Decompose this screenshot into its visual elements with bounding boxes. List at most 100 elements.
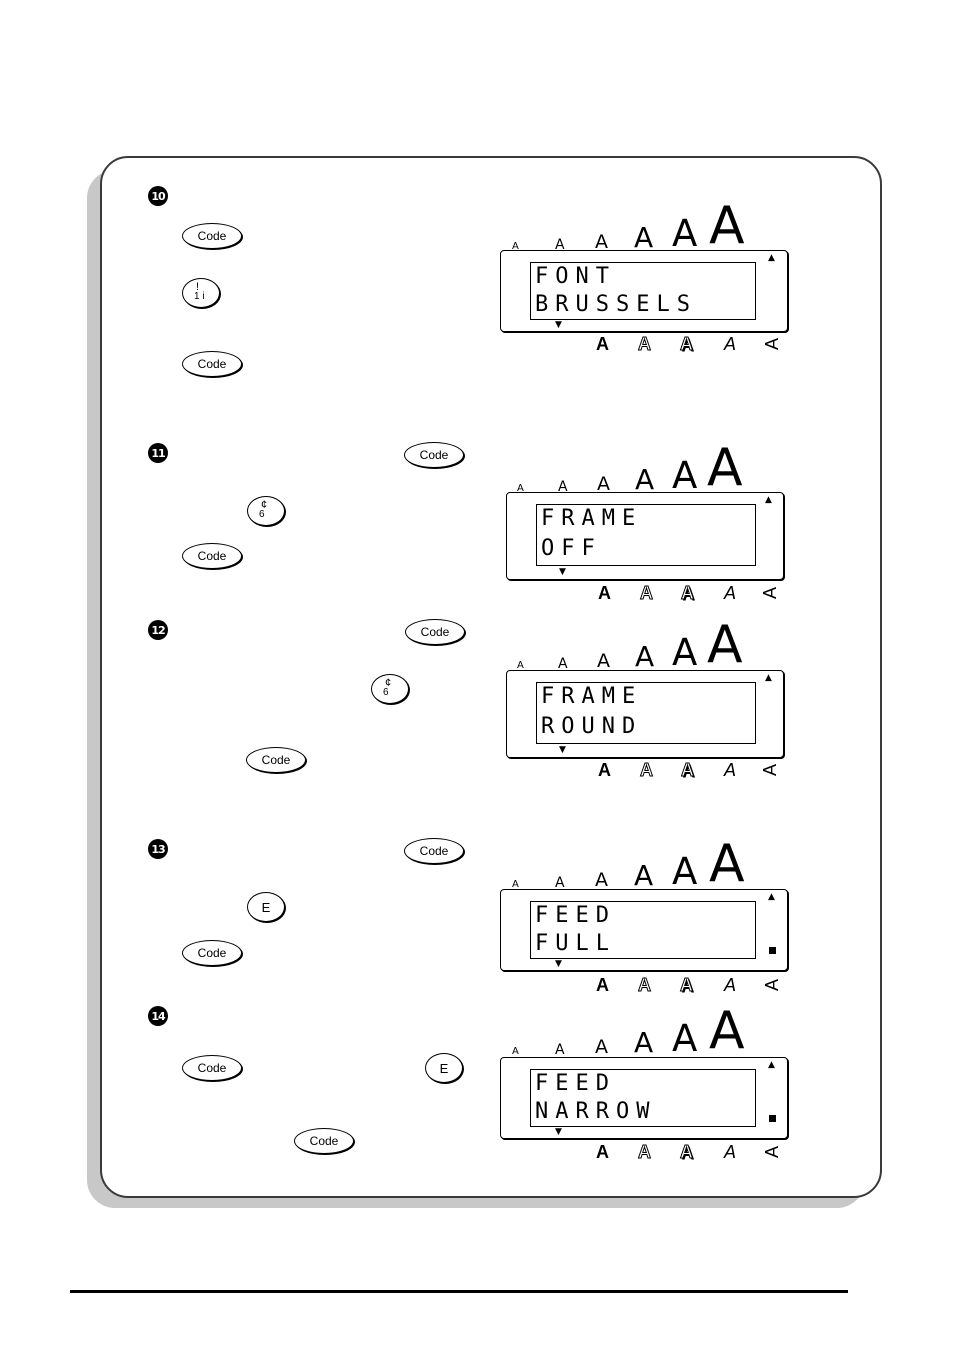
style-indicator-row: A A A A A (596, 1142, 796, 1164)
shadow-style-icon: A (680, 975, 694, 996)
key-6[interactable]: ¢ 6 (371, 674, 409, 704)
code-key[interactable]: Code (294, 1128, 354, 1154)
up-arrow-icon: ▲ (765, 495, 772, 505)
key-bottom-label: 1 i (194, 291, 205, 302)
step-number: 13 (148, 839, 168, 859)
size-glyph: A (555, 875, 565, 891)
size-glyph: A (597, 650, 610, 672)
step-number: 10 (148, 186, 168, 206)
shadow-style-icon: A (680, 334, 694, 355)
lcd-line-2: ROUND (541, 714, 643, 739)
key-1[interactable]: ! 1 i (182, 278, 220, 308)
size-glyph: A (709, 834, 745, 894)
style-indicator-row: A A A A A (598, 760, 798, 782)
key-top-label: ! (196, 281, 200, 293)
up-arrow-icon: ▲ (765, 673, 772, 683)
size-glyph: A (672, 850, 698, 893)
style-indicator-row: A A A A A (598, 583, 798, 605)
size-glyph: A (555, 237, 565, 253)
style-indicator-row: A A A A A (596, 334, 796, 356)
key-bottom-label: 6 (383, 687, 389, 698)
code-key[interactable]: Code (404, 838, 464, 864)
footer-rule (70, 1290, 848, 1293)
outline-style-icon: A (638, 975, 652, 996)
lcd-line-2: BRUSSELS (535, 292, 697, 317)
key-bottom-label: 6 (259, 509, 265, 520)
step-number: 11 (148, 443, 168, 463)
bold-style-icon: A (598, 760, 611, 780)
vertical-style-icon: A (762, 1145, 783, 1159)
size-glyph: A (672, 1017, 698, 1060)
shadow-style-icon: A (681, 583, 695, 604)
code-key[interactable]: Code (404, 442, 464, 468)
size-glyph: A (709, 1001, 745, 1061)
down-arrow-icon: ▼ (555, 1127, 562, 1137)
size-indicator-row: A A A A A A (517, 434, 767, 494)
size-glyph: A (672, 631, 698, 674)
lcd-screen: FRAME OFF (536, 504, 756, 566)
size-glyph: A (707, 615, 743, 675)
italic-style-icon: A (724, 583, 737, 603)
code-key[interactable]: Code (182, 543, 242, 569)
step-number: 12 (148, 620, 168, 640)
size-glyph: A (595, 869, 608, 891)
size-glyph: A (512, 241, 519, 252)
italic-style-icon: A (724, 1142, 737, 1162)
lcd-screen: FEED FULL (530, 901, 756, 959)
outline-style-icon: A (640, 760, 654, 781)
bold-style-icon: A (596, 334, 609, 354)
size-glyph: A (517, 483, 524, 494)
lcd-line-1: FRAME (541, 684, 643, 709)
lcd-line-1: FONT (535, 264, 616, 289)
bold-style-icon: A (596, 975, 609, 995)
lcd-screen: FONT BRUSSELS (530, 262, 756, 320)
lcd-line-2: NARROW (535, 1099, 657, 1124)
vertical-style-icon: A (760, 763, 781, 777)
size-glyph: A (672, 454, 698, 497)
code-key[interactable]: Code (246, 747, 306, 773)
key-6[interactable]: ¢ 6 (247, 496, 285, 526)
bold-style-icon: A (596, 1142, 609, 1162)
italic-style-icon: A (724, 760, 737, 780)
up-arrow-icon: ▲ (768, 892, 775, 902)
step-number: 14 (148, 1006, 168, 1026)
size-indicator-row: A A A A A A (512, 997, 762, 1057)
size-glyph: A (595, 231, 608, 253)
size-glyph: A (634, 221, 654, 254)
down-arrow-icon: ▼ (559, 567, 566, 577)
size-glyph: A (635, 463, 655, 496)
lcd-screen: FEED NARROW (530, 1069, 756, 1127)
square-indicator (769, 1115, 776, 1122)
code-key[interactable]: Code (182, 351, 242, 377)
key-e[interactable]: E (425, 1053, 463, 1083)
size-glyph: A (512, 879, 519, 890)
size-glyph: A (709, 196, 745, 256)
lcd-display: FEED FULL ▲ ▼ (500, 889, 788, 971)
size-indicator-row: A A A A A A (512, 192, 762, 252)
code-key[interactable]: Code (182, 223, 242, 249)
down-arrow-icon: ▼ (555, 959, 562, 969)
size-glyph: A (558, 656, 568, 672)
size-indicator-row: A A A A A A (512, 830, 762, 890)
italic-style-icon: A (724, 334, 737, 354)
size-glyph: A (635, 640, 655, 673)
shadow-style-icon: A (680, 1142, 694, 1163)
up-arrow-icon: ▲ (768, 1060, 775, 1070)
outline-style-icon: A (640, 583, 654, 604)
size-glyph: A (517, 660, 524, 671)
square-indicator (769, 947, 776, 954)
key-top-label: ¢ (261, 499, 268, 511)
size-glyph: A (512, 1046, 519, 1057)
down-arrow-icon: ▼ (559, 745, 566, 755)
code-key[interactable]: Code (405, 619, 465, 645)
size-glyph: A (634, 1026, 654, 1059)
size-glyph: A (555, 1042, 565, 1058)
code-key[interactable]: Code (182, 1055, 242, 1081)
key-e[interactable]: E (247, 892, 285, 922)
vertical-style-icon: A (762, 337, 783, 351)
vertical-style-icon: A (760, 586, 781, 600)
code-key[interactable]: Code (182, 940, 242, 966)
down-arrow-icon: ▼ (555, 320, 562, 330)
lcd-line-1: FEED (535, 1071, 616, 1096)
outline-style-icon: A (638, 1142, 652, 1163)
